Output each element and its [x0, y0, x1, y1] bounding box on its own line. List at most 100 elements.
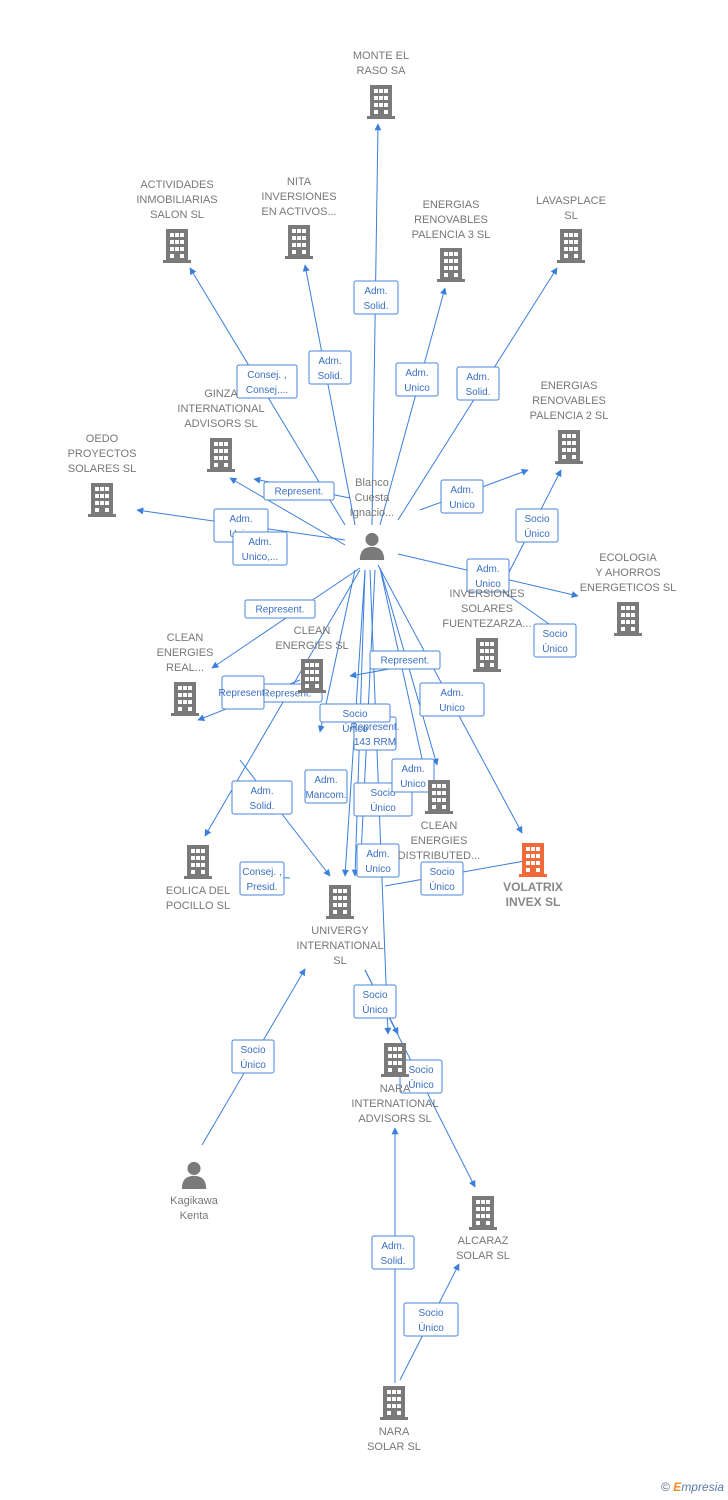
relation-label-box — [403, 1302, 459, 1337]
relation-label-text: Socio — [370, 788, 395, 799]
relation-label-text: Unico — [439, 703, 465, 714]
node-label: CLEAN — [294, 625, 331, 637]
relation-label-text: Represent. — [256, 605, 305, 616]
relation-edge — [204, 569, 361, 837]
relation-label[interactable]: Adm.Solid. — [353, 280, 399, 315]
relation-label-text: Único — [429, 880, 455, 893]
relation-label-box — [533, 623, 577, 658]
relation-label[interactable]: Consej. ,Consej.... — [236, 364, 298, 399]
relation-label-text: Adm. — [401, 764, 424, 775]
node-label: PALENCIA 2 SL — [530, 410, 609, 422]
relation-label-text: Adm. — [476, 564, 499, 575]
node-label: LAVASPLACE — [536, 195, 606, 207]
relation-label-box — [395, 362, 439, 397]
relation-label-text: Unico — [404, 383, 430, 394]
relation-label[interactable]: Represent. — [369, 650, 441, 670]
relation-label-text: Adm. — [366, 849, 389, 860]
relation-label-box — [319, 703, 391, 723]
relation-label-text: Presid. — [246, 882, 277, 893]
relation-label[interactable]: Adm.Unico — [391, 758, 435, 793]
relation-label-text: Único — [342, 722, 368, 735]
relation-label[interactable]: Consej. , Presid. — [239, 861, 285, 896]
relation-label-text: Consej. , — [242, 867, 281, 878]
relation-label[interactable]: Adm.Unico — [466, 558, 510, 593]
relation-label[interactable]: Adm. Unico — [356, 843, 400, 878]
relation-label-box — [231, 780, 293, 815]
relation-label[interactable]: Adm.Solid. — [371, 1235, 415, 1270]
relation-label[interactable]: Represent. 143 RRM — [351, 716, 400, 751]
company-node-inversiones[interactable]: INVERSIONESSOLARESFUENTEZARZA... — [442, 588, 532, 672]
relation-label-box — [515, 508, 559, 543]
node-label: SOLARES SL — [68, 463, 136, 475]
node-label: FUENTEZARZA... — [442, 618, 531, 630]
node-label: INVERSIONES — [449, 588, 524, 600]
node-label: ECOLOGIA — [599, 552, 657, 564]
relation-label-text: Unico — [449, 500, 475, 511]
building-icon — [171, 682, 199, 716]
company-node-cleanreal[interactable]: CLEANENERGIESREAL... — [157, 632, 214, 716]
relation-label[interactable]: Adm.Solid. — [231, 780, 293, 815]
relation-label-text: 143 RRM — [354, 737, 396, 748]
relation-label-text: Solid. — [249, 801, 274, 812]
relation-label-text: Socio — [542, 629, 567, 640]
node-label: UNIVERGY — [311, 925, 369, 937]
relation-label-box — [353, 280, 399, 315]
relation-label-text: Único — [408, 1078, 434, 1091]
relation-label[interactable]: Adm.Solid. — [308, 350, 352, 385]
company-node-cleansl[interactable]: CLEAN ENERGIES SL — [275, 625, 349, 693]
node-label: ALCARAZ — [458, 1235, 509, 1247]
relation-label[interactable]: Represent. — [263, 481, 335, 501]
relation-label-box — [440, 479, 484, 514]
node-label: PROYECTOS — [68, 448, 137, 460]
person-node-blanco[interactable]: BlancoCuestaIgnacio... — [350, 477, 395, 560]
relation-label-text: Adm. — [364, 286, 387, 297]
relation-label-box — [263, 481, 335, 501]
relation-label[interactable]: Adm.Solid. — [456, 366, 500, 401]
relation-label-text: Único — [240, 1058, 266, 1071]
node-label: Blanco — [355, 477, 389, 489]
relation-label[interactable]: Represent. — [244, 599, 316, 619]
relation-label-text: Represent. — [351, 722, 400, 733]
node-label: MONTE EL — [353, 50, 409, 62]
relation-label-text: Unico — [365, 864, 391, 875]
relation-label-box — [456, 366, 500, 401]
node-label: RENOVABLES — [414, 214, 488, 226]
relation-label[interactable]: Adm.Mancom. — [304, 769, 348, 804]
relation-label[interactable]: Represent. — [219, 675, 268, 710]
company-node-cleandist[interactable]: CLEANENERGIESDISTRIBUTED... — [398, 780, 481, 862]
node-label: ACTIVIDADES — [140, 179, 213, 191]
relation-label[interactable]: Adm.Unico — [395, 362, 439, 397]
relation-label[interactable]: Adm.Unico,... — [232, 531, 288, 566]
node-label: ENERGIES SL — [275, 640, 348, 652]
relation-label-box — [221, 675, 265, 710]
relation-label[interactable]: Adm.Unico — [440, 479, 484, 514]
building-icon — [207, 438, 235, 472]
relation-label[interactable]: Adm.Unico — [419, 682, 485, 717]
relation-label-box — [391, 758, 435, 793]
